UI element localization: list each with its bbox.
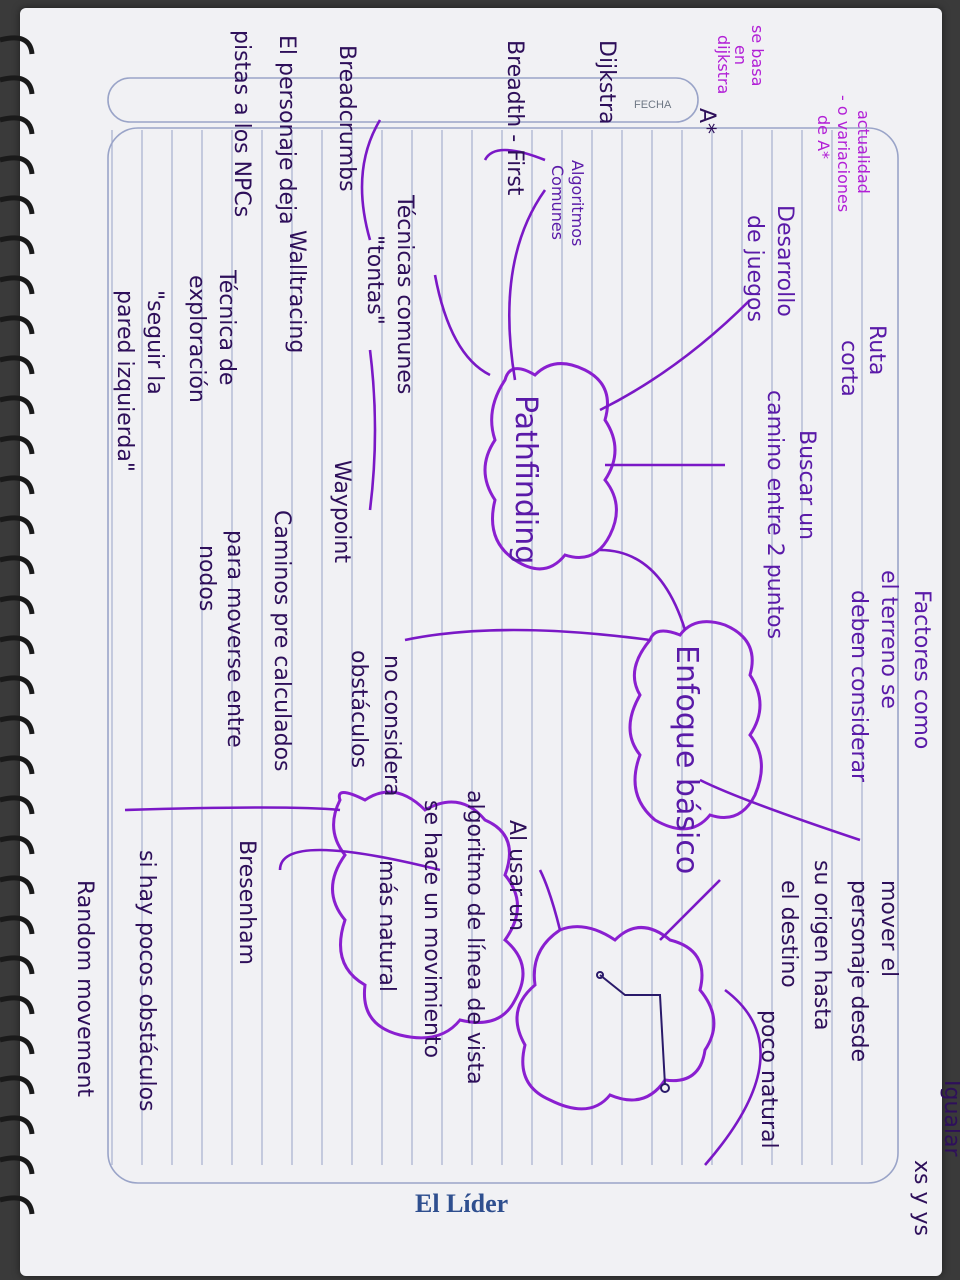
breadth-label: Breadth - First [502,40,527,196]
factores-line-3: deben considerar [846,590,871,783]
buscar-note: Buscar un camino entre 2 puntos [762,390,819,639]
spiral-binding [0,35,35,1215]
actualidad-note: actualidad - o variaciones de A* [814,95,873,212]
cloud-graph [515,925,716,1111]
wall-line-5: pared izquierda" [112,290,137,472]
waypoint-note: Waypoint Caminos pre calculados para mov… [194,460,354,772]
actualidad-line-2: - o variaciones [834,95,853,212]
linea-line-3: se hace un movimiento [419,800,444,1058]
no-considera-note: no considera obstáculos [346,650,404,797]
wall-line-3: exploración [184,275,209,403]
factores-line-2: el terreno se [876,570,901,709]
si-hay-line-1: si hay pocos obstáculos [134,850,159,1112]
no-considera-line-2: obstáculos [346,650,371,768]
cloud-enfoque [628,620,763,831]
igualar-line-1: Igualar [939,1080,960,1157]
breadcrumbs-line-2: El personaje deja [274,35,299,225]
astar-label: A* [694,108,719,134]
actualidad-line-3: de A* [814,115,833,159]
buscar-line-2: camino entre 2 puntos [762,390,787,639]
se-basa-line-2: en [731,45,750,65]
algoritmos-line-2: Comunes [548,165,567,240]
algoritmos-line-1: Algoritmos [568,160,587,246]
bresenham-label: Bresenham [234,840,259,965]
se-basa-line-3: dijkstra [714,35,733,94]
se-basa-note: se basa en dijkstra [714,25,767,94]
ruta-line-1: Ruta [864,325,889,375]
cloud-linea [331,790,525,1040]
enfoque-title: Enfoque básico [669,645,704,874]
waypoint-line-4: nodos [194,545,219,611]
brand-logo-text: El Líder [415,1189,508,1218]
desarrollo-note: Desarrollo de juegos [742,205,797,322]
igualar-line-2: xs y ys [909,1160,934,1236]
wall-note: Walltracing Técnica de exploración "segu… [112,230,309,472]
waypoint-line-3: para moverse entre [222,530,247,748]
notebook-page [20,8,942,1276]
mover-note: mover el personaje desde su origen hasta… [776,860,901,1062]
cloud-pathfinding [483,362,618,571]
linea-line-2: algoritmo de línea de vista [462,790,487,1085]
breadcrumbs-line-1: Breadcrumbs [334,45,359,192]
center-note: Pathfinding [508,395,543,564]
desarrollo-line-2: de juegos [742,215,767,322]
tecnicas-line-2: "tontas" [362,235,387,325]
factores-note: Factores como el terreno se deben consid… [846,570,934,783]
graph-sketch [596,971,670,1093]
poco-natural-label: poco natural [756,1010,781,1149]
wall-line-1: Walltracing [284,230,309,353]
breadcrumbs-line-3: pistas a los NPCs [229,30,254,217]
breadcrumbs-note: Breadcrumbs El personaje deja pistas a l… [229,30,359,225]
buscar-line-1: Buscar un [794,430,819,540]
mover-line-1: mover el [876,880,901,977]
linea-line-1: Al usar un [504,820,529,931]
desarrollo-line-1: Desarrollo [772,205,797,317]
page-frame [107,127,899,1184]
se-basa-line-1: se basa [748,25,767,86]
mover-line-2: personaje desde [846,880,871,1062]
pathfinding-title: Pathfinding [508,395,543,564]
si-hay-line-2: Random movement [72,880,97,1097]
algoritmos-note: Algoritmos Comunes [548,160,587,246]
fecha-label: FECHA [634,99,672,111]
ruta-line-2: corta [836,340,861,397]
no-considera-line-1: no considera [379,655,404,797]
connector-lines [124,119,861,1166]
mover-line-3: su origen hasta [809,860,834,1030]
waypoint-line-1: Waypoint [329,460,354,563]
linea-note: Al usar un algoritmo de línea de vista s… [374,790,529,1085]
tecnicas-line-1: Técnicas comunes [392,194,417,394]
date-box [107,77,699,123]
tecnicas-note: Técnicas comunes "tontas" [362,194,417,394]
mover-line-4: el destino [776,880,801,988]
linea-line-4: más natural [374,860,399,992]
factores-line-1: Factores como [909,590,934,749]
actualidad-line-1: actualidad [854,110,873,194]
waypoint-line-2: Caminos pre calculados [269,510,294,772]
igualar-note: Igualar xs y ys [909,1080,960,1236]
dijkstra-label: Dijkstra [594,40,619,125]
ruta-note: Ruta corta [836,325,889,397]
wall-line-2: Técnica de [214,269,239,385]
wall-line-4: "seguir la [142,290,167,395]
ruled-lines [111,130,863,1165]
cloud-shapes [331,362,763,1111]
si-hay-note: si hay pocos obstáculos Random movement [72,850,159,1112]
